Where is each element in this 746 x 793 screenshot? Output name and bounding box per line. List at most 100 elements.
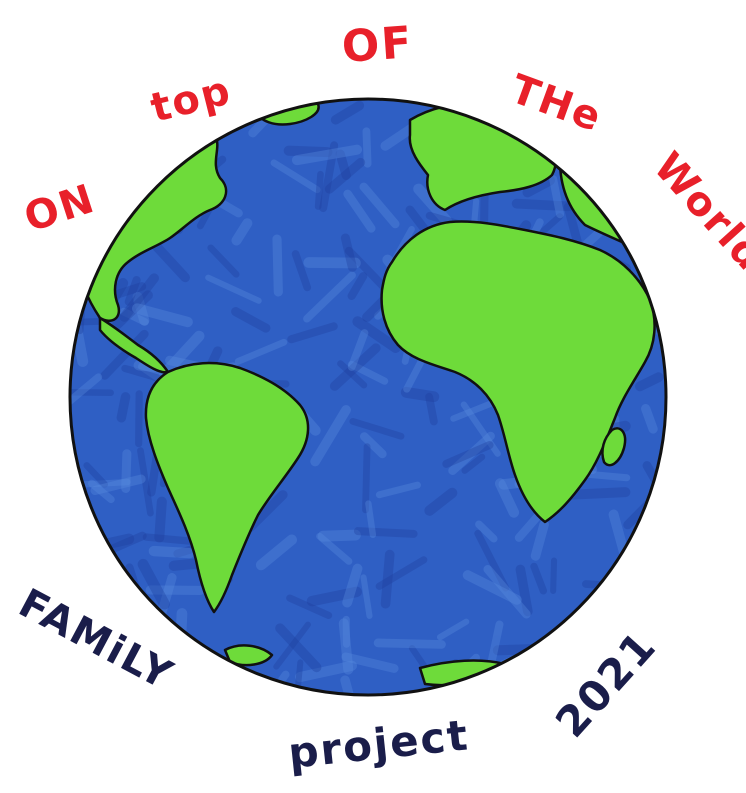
hatch-stroke (286, 594, 333, 620)
hatch-stroke (494, 478, 520, 518)
hatch-stroke (119, 273, 159, 322)
hatch-stroke (375, 556, 428, 590)
hatch-stroke (255, 534, 298, 571)
hatch-stroke (362, 127, 372, 168)
hatch-stroke (530, 519, 549, 561)
continent-africa (380, 220, 656, 524)
hatch-stroke (343, 189, 376, 233)
hatch-stroke (511, 198, 574, 212)
hatch-stroke (85, 117, 97, 189)
title-word-on: ON (19, 176, 101, 242)
hatch-stroke (340, 675, 366, 695)
hatch-stroke (291, 250, 312, 292)
hatch-stroke (120, 140, 187, 155)
hatch-stroke (634, 99, 665, 136)
hatch-stroke (514, 511, 543, 542)
hatch-stroke (121, 364, 165, 383)
hatch-stroke (492, 643, 548, 656)
hatch-stroke (154, 496, 167, 543)
globe-outline (68, 97, 668, 697)
hatch-stroke (448, 431, 495, 475)
hatch-stroke (306, 586, 362, 607)
hatch-stroke (623, 543, 666, 603)
hatch-stroke (319, 141, 339, 213)
hatch-stroke (314, 170, 324, 210)
hatch-stroke (324, 157, 366, 194)
hatch-stroke (347, 272, 368, 301)
hatch-stroke (287, 322, 338, 344)
hatch-stroke (365, 500, 377, 539)
hatch-stroke (341, 652, 399, 673)
hatch-stroke (303, 271, 356, 323)
title-word-top: top (146, 67, 236, 131)
hatch-stroke (132, 291, 150, 326)
hatch-stroke (129, 134, 178, 181)
hatch-stroke (303, 257, 361, 269)
hatch-stroke (665, 228, 666, 273)
hatch-stroke (107, 104, 138, 133)
hatch-stroke (270, 159, 321, 194)
hatch-stroke (550, 557, 558, 594)
hatch-stroke (77, 109, 123, 139)
hatch-stroke (148, 545, 195, 559)
title-word-of: OF (340, 17, 415, 73)
title-word-world: World (645, 144, 746, 280)
hatch-stroke (400, 386, 440, 403)
hatch-stroke (115, 136, 141, 169)
hatch-stroke (70, 373, 103, 418)
hatch-stroke (100, 329, 149, 380)
hatch-stroke (475, 520, 498, 543)
hatch-stroke (234, 338, 288, 365)
hatch-stroke (231, 218, 253, 246)
hatch-stroke (359, 432, 387, 459)
hatch-stroke (413, 183, 452, 226)
hatch-stroke (317, 529, 361, 542)
hatch-stroke (316, 532, 353, 565)
hatch-stroke (649, 657, 666, 695)
hatch-stroke (137, 558, 170, 610)
hatch-stroke (310, 405, 351, 467)
hatch-stroke (349, 417, 405, 440)
hatch-stroke (347, 329, 369, 371)
hatch-stroke (347, 360, 389, 385)
hatch-stroke (137, 447, 154, 517)
hatch-stroke (362, 443, 371, 514)
hatch-stroke (474, 529, 510, 592)
hatch-stroke (442, 441, 494, 468)
hatch-stroke (132, 303, 193, 328)
hatch-stroke (380, 549, 395, 609)
hatch-stroke (539, 213, 564, 236)
hatch-stroke (566, 487, 631, 500)
hatch-stroke (635, 372, 664, 392)
hatch-stroke (462, 570, 522, 605)
hatch-stroke (342, 563, 363, 608)
hatch-stroke (272, 234, 283, 297)
hatch-stroke (70, 548, 81, 589)
hatch-stroke (151, 241, 190, 283)
hatch-stroke (273, 621, 311, 670)
hatch-stroke (330, 100, 365, 125)
hatch-stroke (515, 564, 533, 617)
hatch-stroke (460, 401, 501, 457)
hatch-stroke (607, 159, 643, 191)
hatch-stroke (83, 462, 109, 488)
hatch-stroke (329, 343, 381, 391)
hatch-stroke (563, 202, 582, 246)
hatch-stroke (294, 659, 304, 690)
hatch-stroke (375, 481, 421, 499)
hatch-stroke (352, 316, 401, 353)
hatch-stroke (291, 144, 363, 166)
hatch-stroke (93, 135, 106, 207)
hatch-stroke (425, 392, 438, 426)
hatch-stroke (159, 330, 205, 379)
hatch-stroke (98, 104, 154, 133)
hatch-stroke (88, 479, 115, 504)
hatch-stroke (90, 474, 146, 495)
hatch-stroke (275, 623, 322, 673)
hatch-stroke (231, 307, 271, 333)
hatch-stroke (373, 638, 446, 649)
hatch-stroke (408, 645, 427, 669)
continent-lower-fragment (418, 659, 507, 687)
hatch-stroke (483, 564, 531, 619)
